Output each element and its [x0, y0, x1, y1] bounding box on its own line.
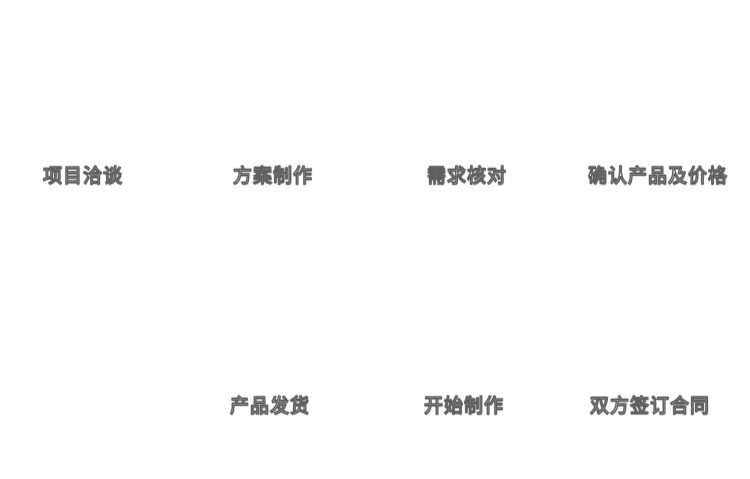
flow-step-requirement-check: 需求核对 — [427, 165, 508, 188]
flow-step-project-discussion: 项目洽谈 — [43, 165, 124, 188]
flow-step-start-production: 开始制作 — [424, 395, 505, 418]
flow-step-sign-contract: 双方签订合同 — [590, 395, 711, 418]
flow-step-product-shipment: 产品发货 — [230, 395, 311, 418]
flow-step-confirm-product-price: 确认产品及价格 — [588, 165, 729, 188]
flow-step-proposal-creation: 方案制作 — [233, 165, 314, 188]
